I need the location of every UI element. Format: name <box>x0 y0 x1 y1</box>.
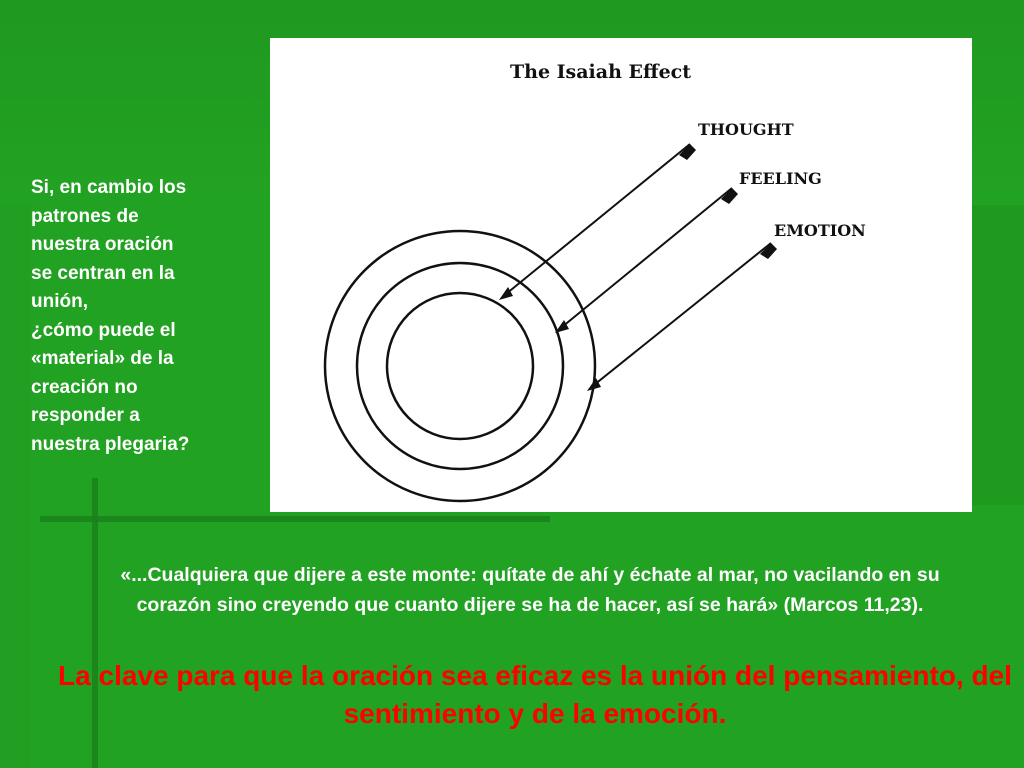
decorative-shadow-vertical <box>92 478 98 768</box>
thought-arrow-line <box>505 143 691 295</box>
emotion-arrow-tail <box>760 243 777 259</box>
emotion-label: EMOTION <box>774 221 866 240</box>
figure-title: The Isaiah Effect <box>510 61 691 83</box>
decorative-shadow-horizontal <box>40 516 550 522</box>
inner-circle <box>385 291 535 441</box>
middle-circle <box>355 261 565 471</box>
emotion-arrow-line <box>593 242 772 386</box>
side-text: Si, en cambio los patrones de nuestra or… <box>31 177 190 455</box>
key-message: La clave para que la oración sea eficaz … <box>58 660 1012 729</box>
isaiah-effect-diagram: The Isaiah Effect THOUGHT FEELING EMOTIO… <box>323 61 866 503</box>
bible-quote: «...Cualquiera que dijere a este monte: … <box>120 564 940 616</box>
outer-circle <box>323 229 597 503</box>
feeling-arrow-line <box>561 187 733 328</box>
emotion-arrow-head <box>587 378 601 391</box>
feeling-arrow-tail <box>721 188 738 204</box>
background-stripe-left <box>0 205 30 768</box>
feeling-label: FEELING <box>739 169 822 188</box>
thought-arrow-tail <box>679 144 696 160</box>
background-stripe-right <box>968 205 1024 505</box>
thought-label: THOUGHT <box>698 120 794 139</box>
feeling-arrow-head <box>555 320 569 333</box>
isaiah-effect-figure: The Isaiah Effect THOUGHT FEELING EMOTIO… <box>270 38 972 512</box>
thought-arrow-head <box>499 287 513 300</box>
